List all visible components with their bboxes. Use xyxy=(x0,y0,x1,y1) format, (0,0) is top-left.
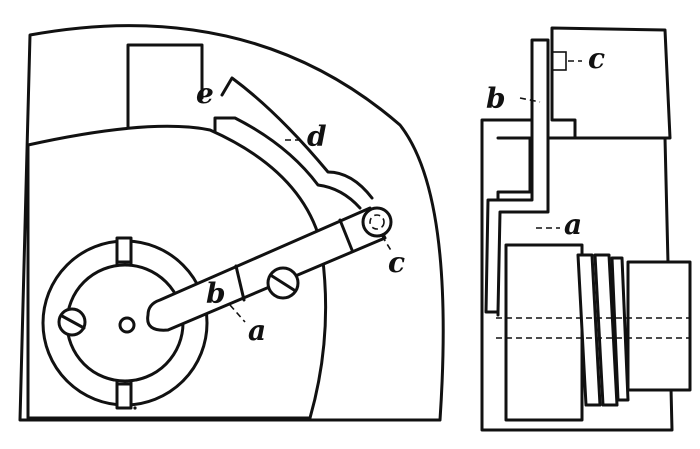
bent-lever xyxy=(484,38,550,314)
left-view xyxy=(18,24,445,422)
spring-coils xyxy=(576,253,630,407)
top-housing xyxy=(550,26,672,140)
label-c-left: c xyxy=(388,246,405,279)
label-c-right: c xyxy=(588,42,605,75)
lever-arm xyxy=(146,206,387,332)
shaft xyxy=(626,260,692,392)
hub-boss xyxy=(504,243,584,422)
pin-c-side xyxy=(551,51,567,71)
right-view xyxy=(480,26,692,432)
label-a-right: a xyxy=(564,208,582,241)
label-e: e xyxy=(196,77,214,110)
center-hole xyxy=(118,316,136,334)
label-b-right: b xyxy=(486,82,506,115)
guide-slot-d xyxy=(220,76,374,200)
slot-block xyxy=(126,43,204,142)
guide-slot-inner xyxy=(213,116,362,210)
pin-c xyxy=(361,206,393,238)
left-screw xyxy=(57,307,87,337)
middle-screw xyxy=(266,266,300,300)
label-a-left: a xyxy=(248,314,266,347)
label-d: d xyxy=(307,120,327,153)
label-b-left: b xyxy=(206,277,226,310)
